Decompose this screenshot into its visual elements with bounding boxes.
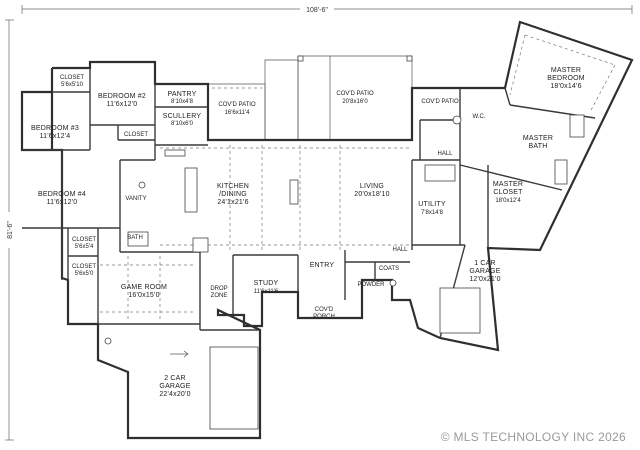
master-bath-line1: MASTER <box>523 135 553 142</box>
bathtub <box>127 231 149 247</box>
master-closet-line1: MASTER <box>493 181 523 188</box>
kitchen-name-line1: KITCHEN <box>217 183 249 190</box>
patio1-name: COV'D PATIO <box>218 102 256 108</box>
bedroom4-size: 11'6x12'0 <box>47 199 78 206</box>
width-dimension: 108'-6" <box>306 7 328 14</box>
study-name: STUDY <box>254 280 279 287</box>
master-closet-size: 18'0x12'4 <box>495 198 521 204</box>
powder-name: POWDER <box>358 282 386 288</box>
garage1-size: 12'0x21'0 <box>469 276 500 283</box>
master-bedroom-size: 18'0x14'6 <box>550 83 581 90</box>
study-size: 11'6x11'6 <box>254 289 279 295</box>
pantry-name: PANTRY <box>168 91 197 98</box>
garage1-line2: GARAGE <box>469 268 500 275</box>
vanity-name: VANITY <box>125 196 146 202</box>
master-vanity <box>569 114 585 138</box>
coats-name: COATS <box>379 266 399 272</box>
garage2-size: 22'4x20'0 <box>159 391 190 398</box>
closet-b4b-size: 5'6x5'0 <box>75 271 94 277</box>
bath-name: BATH <box>127 235 143 241</box>
garage1-line1: 1 CAR <box>474 260 496 267</box>
kitchen-island <box>184 167 198 213</box>
drop-zone-line1: DROP <box>210 286 227 292</box>
wc-name: W.C. <box>473 114 486 120</box>
utility-name: UTILITY <box>418 201 446 208</box>
patio3-name: COV'D PATIO <box>421 99 459 105</box>
washer-dryer <box>424 164 456 182</box>
bedroom2-name: BEDROOM #2 <box>98 93 146 100</box>
water-heater <box>104 337 112 345</box>
closet-b2-name: CLOSET <box>124 132 148 138</box>
fireplace <box>289 179 299 205</box>
kitchen-name-line2: /DINING <box>219 191 247 198</box>
drop-zone-line2: ZONE <box>211 293 228 299</box>
bedroom4-name: BEDROOM #4 <box>38 191 86 198</box>
bedroom3-name: BEDROOM #3 <box>31 125 79 132</box>
master-bedroom-line1: MASTER <box>551 67 581 74</box>
patio-outlines <box>207 55 413 141</box>
entry-name: ENTRY <box>310 262 335 269</box>
patio1-size: 16'6x11'4 <box>225 110 251 116</box>
range <box>192 237 209 253</box>
patio2-size: 20'8x16'0 <box>342 99 368 105</box>
interior-walls <box>22 68 596 339</box>
living-name: LIVING <box>360 183 384 190</box>
hall-entry-name: HALL <box>392 247 408 253</box>
patio2-name: COV'D PATIO <box>336 91 374 97</box>
kitchen-size: 24'1x21'6 <box>217 199 248 206</box>
master-tub <box>554 159 568 185</box>
closet-top-name: CLOSET <box>60 75 84 81</box>
powder-toilet <box>389 279 397 287</box>
utility-size: 7'8x14'8 <box>421 210 444 216</box>
closet-b4a-size: 5'6x5'4 <box>75 244 94 250</box>
bedroom2-size: 11'6x12'0 <box>107 101 138 108</box>
garage-door-2 <box>209 346 259 430</box>
game-room-name: GAME ROOM <box>121 284 167 291</box>
closet-top-size: 5'6x5'10 <box>61 82 84 88</box>
fixtures <box>104 114 585 430</box>
depth-dimension: 81'-6" <box>7 221 14 239</box>
scullery-name: SCULLERY <box>163 113 202 120</box>
copyright-watermark: © MLS TECHNOLOGY INC 2026 <box>440 430 626 444</box>
bedroom3-size: 11'6x12'4 <box>40 133 71 140</box>
porch-line2: PORCH <box>313 314 335 320</box>
master-bedroom-line2: BEDROOM <box>547 75 585 82</box>
master-bath-line2: BATH <box>529 143 548 150</box>
closet-b4a-name: CLOSET <box>72 237 96 243</box>
dimension-lines: 108'-6" 81'-6" <box>3 3 633 441</box>
porch-line1: COV'D <box>315 307 334 313</box>
garage2-line1: 2 CAR <box>164 375 186 382</box>
exterior-walls <box>20 20 634 440</box>
closet-b4b-name: CLOSET <box>72 264 96 270</box>
hall-master-name: HALL <box>437 151 453 157</box>
scullery-size: 8'10x6'0 <box>171 121 194 127</box>
ceiling-lines <box>100 34 616 322</box>
garage2-line2: GARAGE <box>159 383 190 390</box>
room-labels: CLOSET 5'6x5'10 BEDROOM #2 11'6x12'0 PAN… <box>31 67 585 398</box>
game-room-size: 16'0x15'0 <box>128 292 159 299</box>
toilet <box>452 115 462 125</box>
garage-door-1 <box>439 287 481 334</box>
master-closet-line2: CLOSET <box>493 189 523 196</box>
vanity-sink <box>138 181 146 189</box>
living-size: 20'0x18'10 <box>354 191 389 198</box>
pantry-size: 8'10x4'8 <box>171 99 194 105</box>
